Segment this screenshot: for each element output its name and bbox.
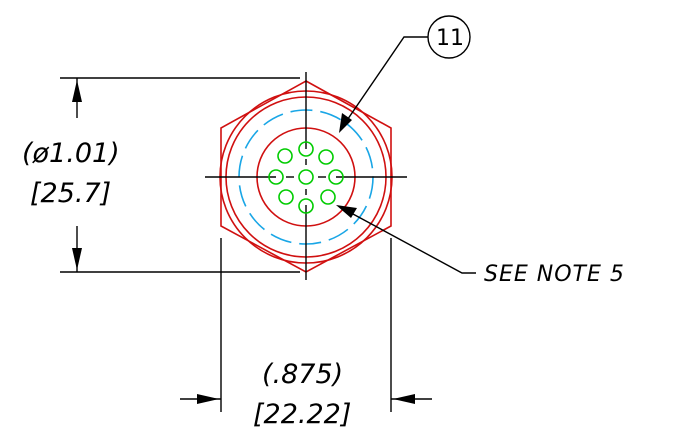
- note-leader: [336, 205, 476, 274]
- center-lines: [205, 72, 407, 280]
- vertical-dimension: [60, 77, 300, 273]
- pin-3: [328, 169, 344, 185]
- pin-6: [278, 189, 294, 205]
- vertical-dim-mm: [25.7]: [30, 178, 111, 209]
- arrow-down: [72, 248, 82, 270]
- vertical-dim-inch: (ø1.01): [22, 138, 120, 169]
- pin-2: [318, 149, 334, 165]
- balloon-callout: [339, 15, 471, 133]
- horizontal-dim-inch: (.875): [262, 359, 343, 390]
- pin-7: [268, 169, 284, 185]
- note-label: SEE NOTE 5: [484, 262, 625, 287]
- pin-5: [298, 198, 314, 214]
- arrow-left: [393, 394, 415, 404]
- balloon-number: 11: [436, 26, 464, 51]
- horizontal-dim-mm: [22.22]: [253, 399, 351, 430]
- pin-8: [277, 148, 293, 164]
- pin-center: [298, 169, 314, 185]
- horizontal-dimension: [180, 238, 432, 412]
- pin-4: [320, 189, 336, 205]
- arrow-right: [197, 394, 219, 404]
- balloon-leader-arrow: [339, 113, 352, 133]
- pin-1: [298, 141, 314, 157]
- arrow-up: [72, 80, 82, 102]
- contact-pins: [268, 141, 344, 214]
- note-leader-arrow: [336, 205, 357, 218]
